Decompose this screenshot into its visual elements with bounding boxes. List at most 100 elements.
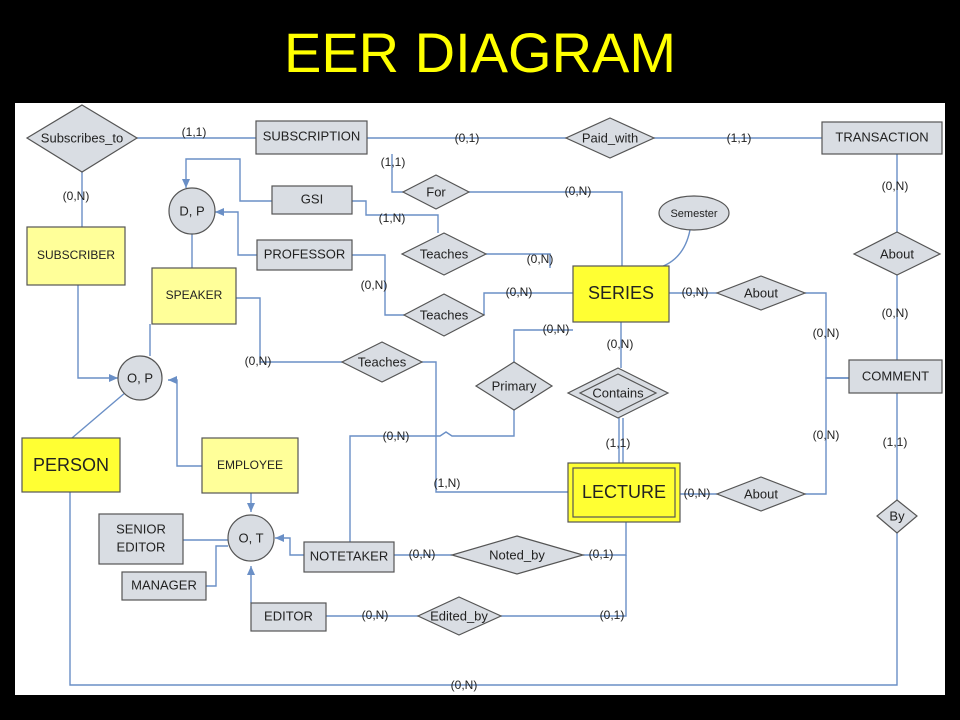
specialization-dp[interactable]: D, P [168,187,216,235]
entity-label: LECTURE [582,482,666,502]
entity-employee[interactable]: EMPLOYEE [201,437,299,494]
card-comment-about-lecture: (0,N) [813,428,840,442]
relationship-primary[interactable]: Primary [474,361,554,411]
card-for-series: (0,N) [565,184,592,198]
line-semester-series [657,229,691,269]
relationship-label: Edited_by [430,608,488,623]
specialization-ot[interactable]: O, T [227,514,275,562]
line-op-person [71,391,127,439]
relationship-teaches-speaker[interactable]: Teaches [340,341,424,383]
entity-editor[interactable]: EDITOR [250,602,327,632]
relationship-label: By [889,508,905,523]
cardinality-labels: (1,1) (0,1) (1,1) (0,N) (1,1) (0,N) (1,N… [63,125,909,692]
card-speaker-teaches: (0,N) [245,354,272,368]
attribute-semester[interactable]: Semester [658,195,730,231]
entity-comment[interactable]: COMMENT [848,359,943,394]
card-prof-teaches: (0,N) [361,278,388,292]
attribute-label: Semester [670,208,717,220]
card-lecture-about: (0,N) [684,486,711,500]
specialization-label: D, P [179,203,204,218]
diagram-canvas: SUBSCRIPTION TRANSACTION SUBSCRIBER GSI … [15,103,945,695]
relationship-label: Teaches [420,246,469,261]
entity-label: SERIES [588,283,654,303]
card-teaches-series-b: (0,N) [506,285,533,299]
line-primary-notetaker [349,410,515,542]
relationship-about-series[interactable]: About [715,275,807,311]
card-series-contains: (0,N) [607,337,634,351]
relationship-label: Noted_by [489,547,545,562]
relationship-label: About [744,486,778,501]
entity-notetaker[interactable]: NOTETAKER [303,541,395,573]
relationship-contains[interactable]: Contains [566,367,670,419]
entity-label: NOTETAKER [310,548,389,563]
relationship-teaches-prof[interactable]: Teaches [402,293,486,337]
entity-lecture[interactable]: LECTURE [567,462,681,523]
relationship-teaches-gsi[interactable]: Teaches [400,232,488,276]
entity-label: COMMENT [862,368,929,383]
eer-diagram-svg: SUBSCRIPTION TRANSACTION SUBSCRIBER GSI … [21,104,943,692]
card-person-by: (0,N) [451,678,478,692]
entity-label: MANAGER [131,577,197,592]
relationship-about-transaction[interactable]: About [852,231,942,276]
card-primary-notetaker: (0,N) [383,429,410,443]
line-for-series [469,191,623,266]
relationship-label: Subscribes_to [41,130,123,145]
card-about-comment: (0,N) [813,326,840,340]
card-subscribesto-subscriber: (0,N) [63,189,90,203]
entity-speaker[interactable]: SPEAKER [151,267,237,325]
card-editor-editedby: (0,N) [362,608,389,622]
card-subscription-for: (1,1) [381,155,406,169]
relationship-paid-with[interactable]: Paid_with [564,117,656,159]
card-series-about: (0,N) [682,285,709,299]
card-contains-lecture: (1,1) [606,436,631,450]
line-comment-about2 [805,377,849,495]
entity-label-line2: EDITOR [117,539,166,554]
card-subscribesto-subscription: (1,1) [182,125,207,139]
line-prof-teaches2 [352,254,404,316]
card-transaction-about: (0,N) [882,179,909,193]
entity-professor[interactable]: PROFESSOR [256,239,353,271]
relationship-subscribes-to[interactable]: Subscribes_to [25,104,139,173]
relationship-label: Paid_with [582,130,638,145]
card-notetaker-notedby: (0,N) [409,547,436,561]
line-subscription-for [391,154,403,193]
specialization-op[interactable]: O, P [117,355,163,401]
entity-label: EMPLOYEE [217,458,283,472]
card-editedby-lecture: (0,1) [600,608,625,622]
line-subscriber-op [77,285,118,382]
line-speaker-teaches3 [236,297,342,363]
entity-transaction[interactable]: TRANSACTION [821,121,943,155]
line-teaches2-series [483,292,573,315]
entity-person[interactable]: PERSON [21,437,121,493]
entity-subscription[interactable]: SUBSCRIPTION [255,120,368,155]
line-gsi-dp [182,158,272,202]
card-teaches-lecture: (1,N) [434,476,461,490]
entity-label: SUBSCRIBER [37,248,115,262]
relationship-by[interactable]: By [876,499,918,534]
relationship-label: Teaches [358,354,407,369]
line-teaches3-lecture [422,361,568,493]
relationship-for[interactable]: For [401,174,471,210]
card-notedby-lecture: (0,1) [589,547,614,561]
relationship-label: For [426,184,446,199]
entity-gsi[interactable]: GSI [271,185,353,215]
card-series-primary: (0,N) [543,322,570,336]
entity-series[interactable]: SERIES [572,265,670,323]
entity-senior-editor[interactable]: SENIOR EDITOR [98,513,184,565]
relationship-noted-by[interactable]: Noted_by [449,535,586,575]
relationship-about-lecture[interactable]: About [715,476,807,512]
card-about-comment-b: (0,N) [882,306,909,320]
line-gsi-teaches [352,200,439,233]
entity-label: EDITOR [264,608,313,623]
entity-manager[interactable]: MANAGER [121,571,207,601]
entity-label-line1: SENIOR [116,521,166,536]
relationship-label: About [744,285,778,300]
relationship-edited-by[interactable]: Edited_by [416,596,503,636]
card-gsi-teaches: (1,N) [379,211,406,225]
specialization-label: O, P [127,370,153,385]
relationship-label: Contains [592,385,644,400]
line-lecture-editedby [501,555,627,617]
entity-subscriber[interactable]: SUBSCRIBER [26,226,126,286]
card-teaches-series-a: (0,N) [527,252,554,266]
line-notetaker-ot [275,534,304,556]
